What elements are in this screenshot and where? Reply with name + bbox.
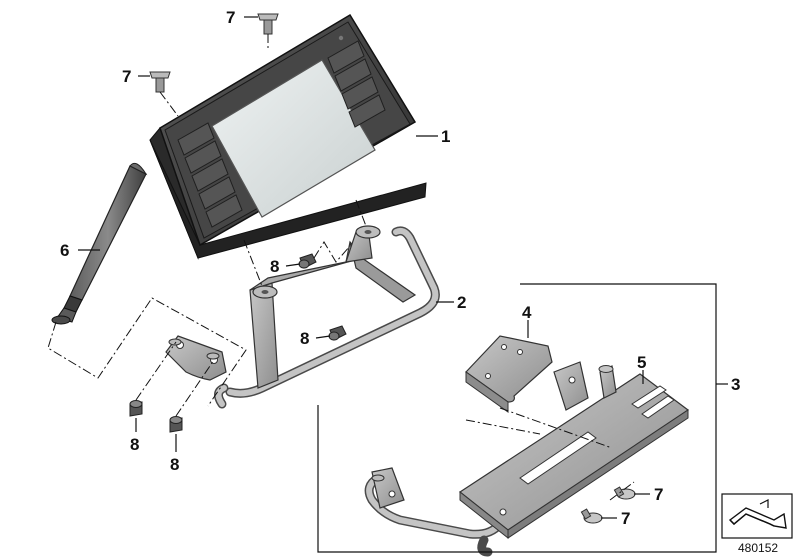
mounting-plate-small — [465, 335, 553, 413]
callout-8-lower-right: 8 — [170, 455, 179, 474]
callout-5: 5 — [637, 353, 646, 372]
assembly-lines — [47, 34, 635, 501]
screw-7-lower-a — [613, 486, 636, 500]
callout-8-upper: 8 — [270, 257, 279, 276]
adapter-bracket — [364, 361, 690, 557]
callout-8-middle: 8 — [300, 329, 309, 348]
antenna — [51, 162, 148, 325]
screw-8-upper — [298, 253, 317, 269]
screw-7-left — [149, 71, 171, 93]
display-holder-bracket — [165, 225, 440, 409]
callout-3: 3 — [731, 375, 740, 394]
callout-7-lower-b: 7 — [621, 509, 630, 528]
screw-8-middle — [328, 325, 347, 341]
callout-7-left: 7 — [122, 67, 131, 86]
callout-2: 2 — [457, 293, 466, 312]
screw-7-top — [257, 13, 279, 35]
left-button-column — [177, 122, 243, 228]
callout-4: 4 — [522, 303, 532, 322]
screw-8-lower-left — [129, 400, 143, 417]
callout-7-lower-a: 7 — [654, 485, 663, 504]
screw-7-lower-b — [580, 508, 603, 524]
right-button-column — [327, 40, 386, 128]
callout-8-lower-left: 8 — [130, 435, 139, 454]
callout-1: 1 — [441, 127, 450, 146]
light-sensor-icon — [338, 35, 344, 41]
leader-lines — [78, 16, 650, 519]
assembly-group-frame — [317, 283, 717, 553]
navigation-display — [149, 13, 427, 260]
callout-7-top: 7 — [226, 8, 235, 27]
diagram-reference-box: 480152 — [721, 493, 793, 555]
callout-6: 6 — [60, 241, 69, 260]
screw-8-lower-right — [169, 416, 183, 433]
diagram-id: 480152 — [738, 541, 778, 555]
display-screen — [211, 59, 376, 218]
